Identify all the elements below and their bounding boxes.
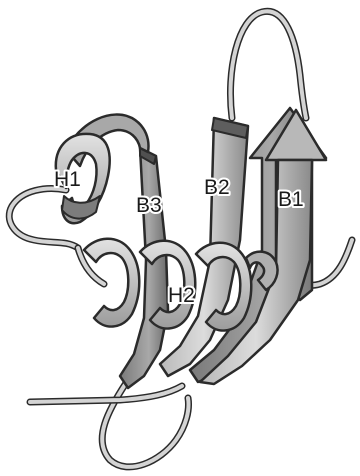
label-b1: B1 (278, 188, 304, 211)
label-h1: H1 (54, 168, 81, 191)
top-loop (230, 11, 306, 118)
h2-helix-turn-1 (84, 239, 139, 327)
h1-helix-band (62, 196, 100, 219)
label-h2: H2 (168, 284, 195, 307)
bottom-loop-fill (102, 380, 188, 467)
label-b3: B3 (136, 194, 162, 217)
bottom-loop (102, 380, 188, 467)
n-terminal-tail-fill (30, 386, 182, 402)
label-b2: B2 (204, 176, 230, 199)
